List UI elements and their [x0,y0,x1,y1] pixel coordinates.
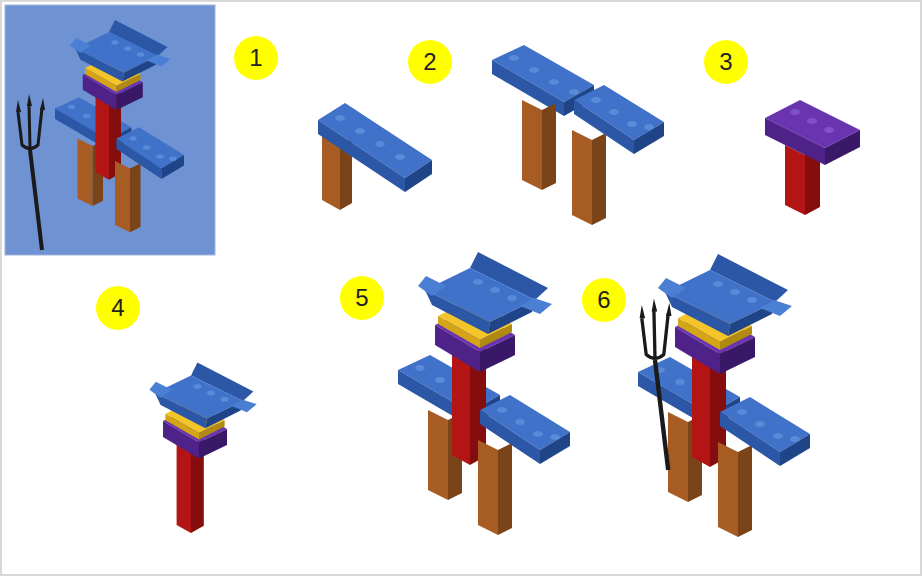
step-badge: 3 [704,40,748,84]
step-number: 3 [719,50,732,74]
step-number: 5 [355,286,368,310]
step-badge: 1 [234,36,278,80]
step-number: 4 [111,296,124,320]
step-number: 1 [249,46,262,70]
step-badge: 5 [340,276,384,320]
step-badge: 2 [408,40,452,84]
step-number: 2 [423,50,436,74]
step-number: 6 [597,288,610,312]
step-badge: 4 [96,286,140,330]
step-badge: 6 [582,278,626,322]
